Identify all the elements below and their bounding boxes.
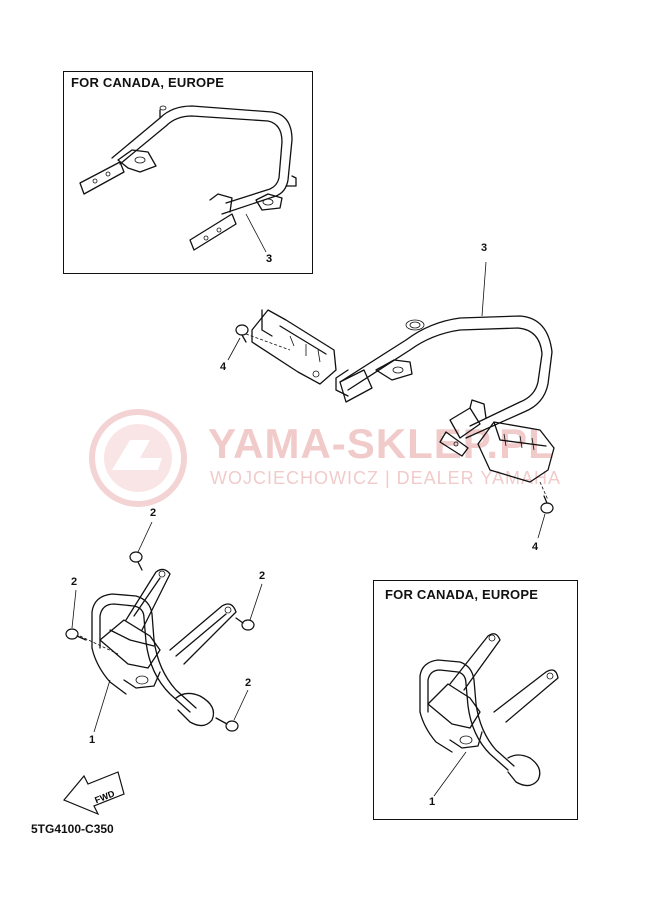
inset-box-front bbox=[373, 580, 578, 820]
callout-rear-bolt-left: 4 bbox=[220, 361, 227, 373]
callout-rear-bolt-right: 4 bbox=[532, 541, 539, 553]
diagram-code: 5TG4100-C350 bbox=[31, 822, 114, 836]
inset-box-rear bbox=[63, 71, 313, 274]
callout-front-bolt-left: 2 bbox=[71, 576, 78, 588]
inset-rear-callout: 3 bbox=[266, 253, 272, 265]
inset-title-rear: FOR CANADA, EUROPE bbox=[71, 75, 225, 90]
inset-front-guard-drawing bbox=[419, 633, 559, 797]
callout-front-bolt-bottom: 2 bbox=[245, 677, 252, 689]
callout-front-bolt-right: 2 bbox=[259, 570, 266, 582]
rear-rack-drawing bbox=[227, 261, 555, 539]
callout-rear-rack: 3 bbox=[481, 242, 488, 254]
callout-front-bolt-top: 2 bbox=[150, 507, 157, 519]
inset-title-front: FOR CANADA, EUROPE bbox=[385, 587, 539, 602]
fwd-arrow-icon bbox=[63, 771, 125, 816]
watermark-subtitle: WOJCIECHOWICZ | DEALER YAMAHA bbox=[210, 468, 562, 488]
front-guard-drawing bbox=[65, 521, 263, 733]
inset-rear-rack-drawing bbox=[79, 105, 297, 253]
callout-front-guard: 1 bbox=[89, 734, 96, 746]
inset-front-callout: 1 bbox=[429, 796, 436, 808]
